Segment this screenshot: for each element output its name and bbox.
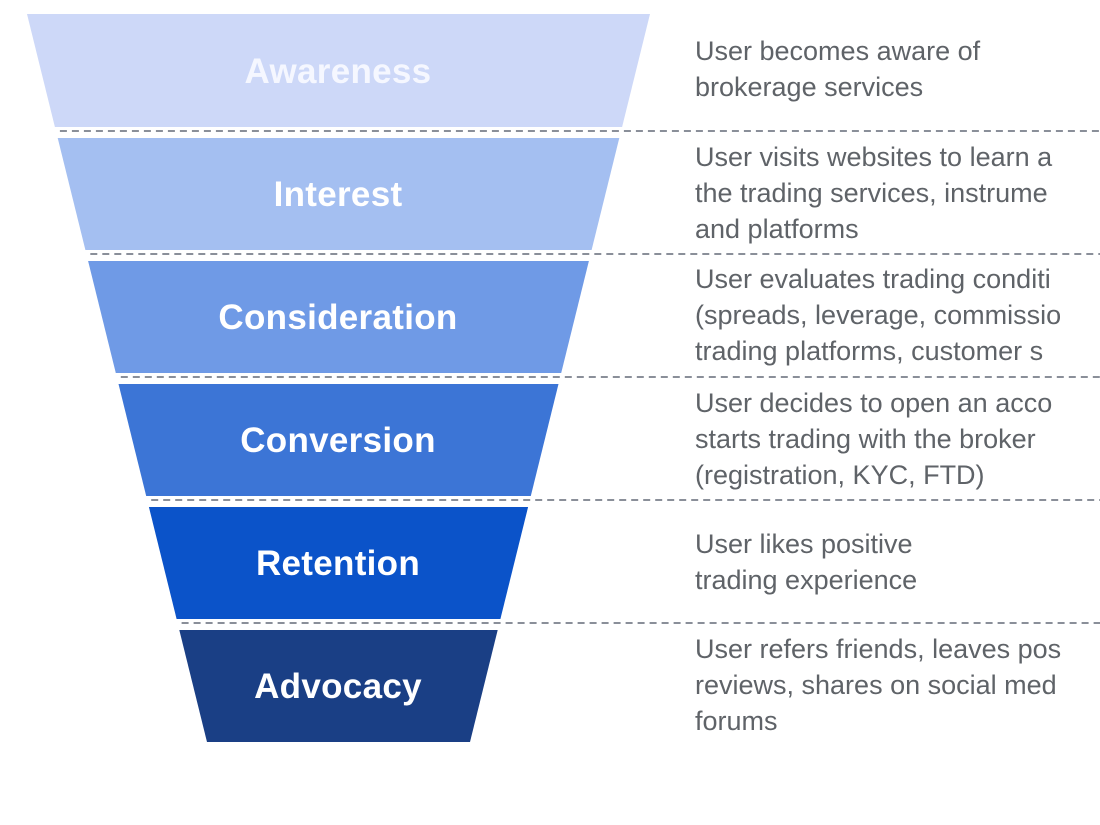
stage-description-interest: User visits websites to learn a the trad… — [695, 142, 1053, 244]
stage-label-retention: Retention — [255, 544, 421, 583]
stage-label-interest: Interest — [273, 175, 403, 214]
stage-label-consideration: Consideration — [218, 298, 458, 337]
stage-label-advocacy: Advocacy — [254, 667, 422, 706]
funnel-segment-awareness — [27, 14, 650, 127]
funnel-segment-conversion — [118, 384, 559, 496]
funnel-segment-consideration — [88, 261, 589, 373]
stage-description-consideration: User evaluates trading conditi (spreads,… — [695, 264, 1062, 366]
stage-description-retention: User likes positive trading experience — [695, 529, 918, 595]
funnel-segment-interest — [57, 138, 620, 250]
stage-description-advocacy: User refers friends, leaves pos reviews,… — [695, 634, 1062, 736]
stage-label-awareness: Awareness — [244, 52, 432, 91]
stage-label-conversion: Conversion — [240, 421, 436, 460]
stage-description-conversion: User decides to open an acco starts trad… — [695, 388, 1053, 490]
funnel-segment-retention — [148, 507, 529, 619]
funnel-segment-advocacy — [179, 630, 498, 742]
stage-description-awareness: User becomes aware of brokerage services — [695, 36, 981, 102]
